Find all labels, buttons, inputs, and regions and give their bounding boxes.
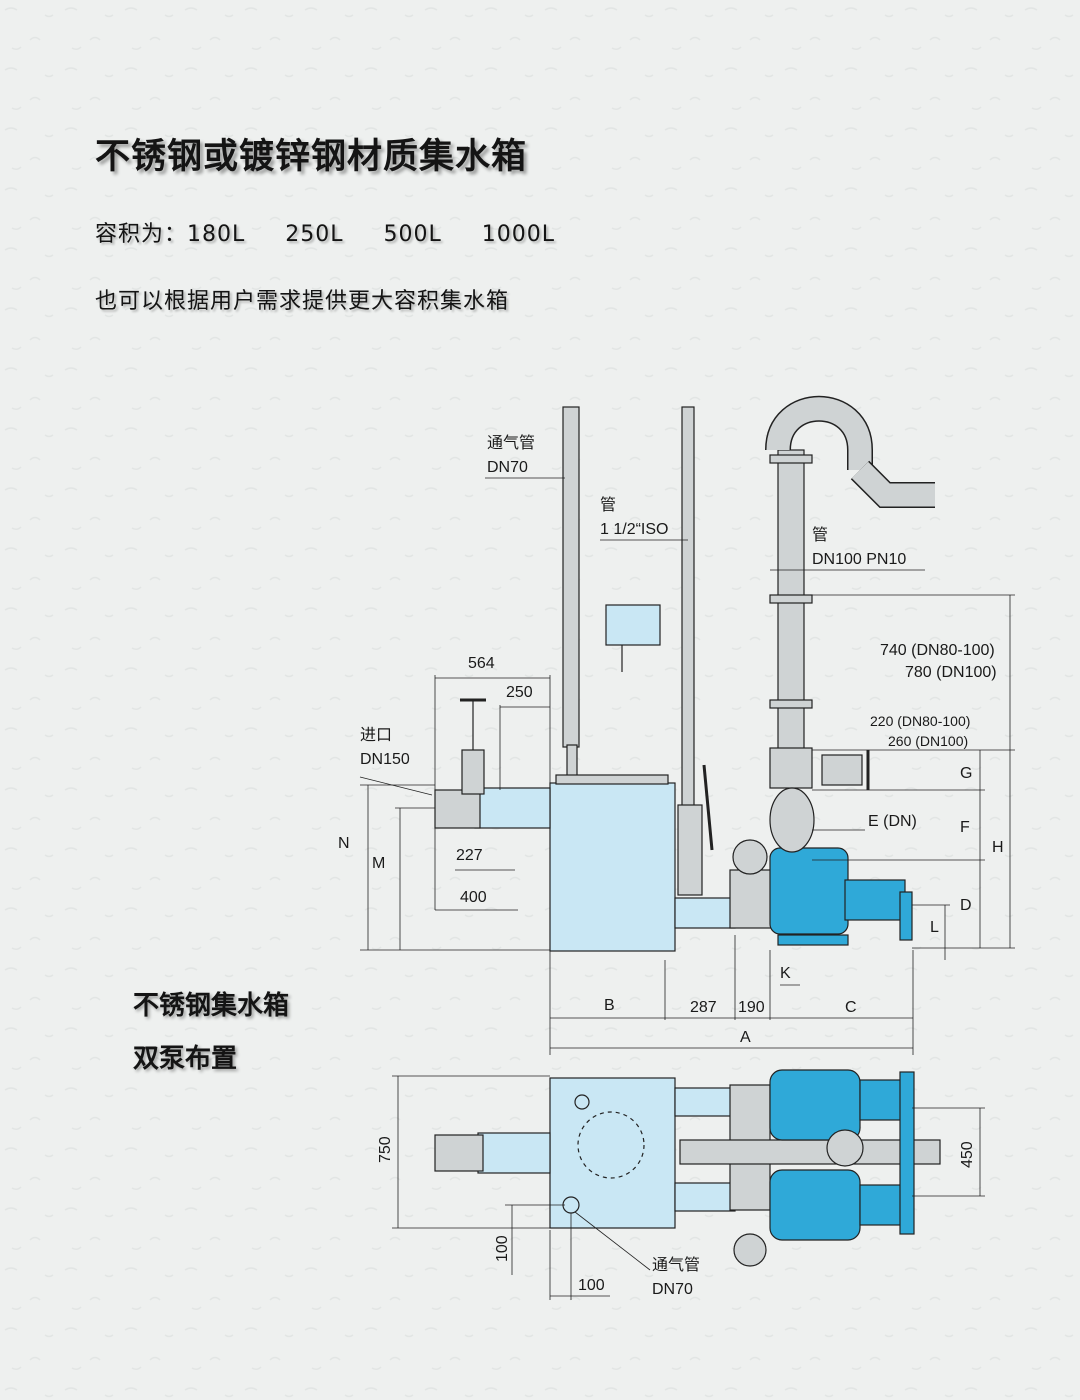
suction-valve-handwheel	[732, 839, 768, 875]
dim-190: 190	[738, 999, 765, 1016]
dim-b: B	[604, 997, 615, 1014]
riser-flange-2	[769, 699, 813, 709]
tank-lid	[555, 774, 669, 785]
inlet-gate-valve	[434, 789, 481, 829]
discharge-top-2	[674, 1182, 736, 1212]
riser-check-valve	[769, 747, 813, 789]
capacity-250: 250L	[285, 222, 344, 247]
capacity-500: 500L	[383, 222, 442, 247]
pump-volute	[769, 847, 849, 935]
coupling-top	[826, 1129, 864, 1167]
pump-opening-top	[577, 1111, 645, 1179]
label-iso-pipe: 管	[600, 496, 616, 514]
dim-100-horizontal: 100	[578, 1277, 605, 1294]
riser-flange-1	[769, 594, 813, 604]
dim-g: G	[960, 765, 972, 782]
capacity-label: 容积为：	[95, 222, 188, 247]
pump-outlet-elbow	[769, 787, 815, 853]
label-vent-bottom: 通气管	[652, 1256, 700, 1274]
dim-d: D	[960, 897, 972, 914]
label-h780: 780 (DN100)	[905, 664, 997, 681]
inlet-pipe-top	[477, 1132, 551, 1174]
label-h740: 740 (DN80-100)	[880, 642, 995, 659]
riser-gate-valve	[821, 754, 863, 786]
pump-2-top	[769, 1169, 861, 1241]
label-h220: 220 (DN80-100)	[870, 713, 970, 729]
pump-motor	[844, 879, 906, 921]
label-riser-pipe: 管	[812, 526, 828, 544]
dim-564: 564	[468, 655, 495, 672]
iso-valve-lever	[702, 764, 714, 851]
vent-pipe	[562, 406, 580, 748]
motor-2-top	[859, 1184, 906, 1226]
custom-capacity-note: 也可以根据用户需求提供更大容积集水箱	[95, 289, 510, 314]
capacity-line: 容积为：180L 250L 500L 1000L	[95, 216, 595, 248]
inlet-valve-bonnet	[461, 749, 485, 795]
motor-1-top	[859, 1079, 906, 1121]
handwheel-top	[733, 1233, 767, 1267]
capacity-180: 180L	[187, 222, 246, 247]
dim-250: 250	[506, 684, 533, 701]
label-inlet: 进口	[360, 726, 392, 744]
label-vent-pipe: 通气管	[487, 434, 535, 452]
motor-frame-top	[899, 1071, 915, 1235]
iso-pipe	[681, 406, 695, 808]
section-title-dual-pump: 双泵布置	[133, 1044, 238, 1074]
dim-400: 400	[460, 889, 487, 906]
tank-top-view	[549, 1077, 676, 1229]
dim-c: C	[845, 999, 857, 1016]
outlet-bend	[851, 461, 935, 507]
riser-bend	[766, 397, 872, 470]
label-vent-bottom-size: DN70	[652, 1281, 693, 1298]
label-inlet-size: DN150	[360, 751, 410, 768]
discharge-top-1	[674, 1087, 736, 1117]
dim-m: M	[372, 855, 385, 872]
label-riser-size: DN100 PN10	[812, 551, 906, 568]
label-e-dn: E (DN)	[868, 813, 917, 830]
section-title-stainless: 不锈钢集水箱	[133, 991, 290, 1021]
iso-pipe-valve	[677, 804, 703, 896]
capacity-1000: 1000L	[481, 222, 556, 247]
dim-100-vertical: 100	[494, 1235, 511, 1262]
pump-base	[777, 934, 849, 946]
riser-flange-top	[769, 454, 813, 464]
label-h260: 260 (DN100)	[888, 733, 968, 749]
bolt-hole-top	[574, 1094, 590, 1110]
inlet-pipe	[474, 787, 551, 829]
discharge-stub	[674, 897, 736, 929]
dim-f: F	[960, 819, 970, 836]
dim-k: K	[780, 965, 791, 982]
inlet-valve-top	[434, 1134, 484, 1172]
collection-tank	[549, 782, 676, 952]
page-title: 不锈钢或镀锌钢材质集水箱	[95, 137, 528, 177]
dim-227: 227	[456, 847, 483, 864]
suction-valve	[729, 869, 773, 929]
label-iso-size: 1 1/2“ISO	[600, 521, 668, 538]
dim-n: N	[338, 835, 350, 852]
control-box	[605, 604, 661, 646]
dim-287: 287	[690, 999, 717, 1016]
pump-foot	[899, 891, 913, 941]
dim-750: 750	[377, 1136, 394, 1163]
dim-l: L	[930, 919, 939, 936]
dim-h: H	[992, 839, 1004, 856]
dim-a: A	[740, 1029, 751, 1046]
label-vent-dn: DN70	[487, 459, 528, 476]
dim-450: 450	[959, 1141, 976, 1168]
